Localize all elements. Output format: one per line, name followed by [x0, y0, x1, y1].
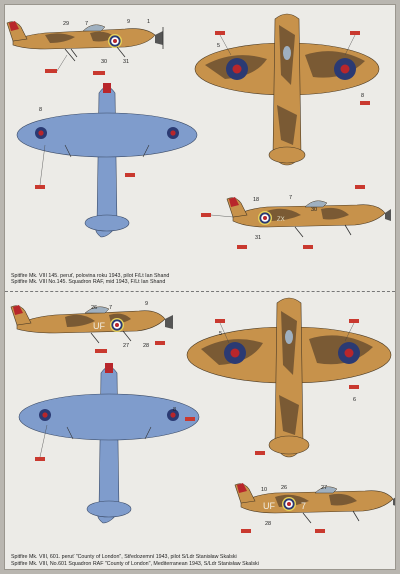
- callout-29: 29: [63, 21, 69, 27]
- spitfire-side-profile-4: UF 7: [234, 483, 395, 524]
- callout-9: 9: [127, 19, 130, 25]
- callout-7-s2: 7: [109, 305, 112, 311]
- callout-8-bottom: 8: [39, 107, 42, 113]
- spitfire-bottom-view-2: [18, 363, 200, 524]
- callout-5-s2: 5: [219, 331, 222, 337]
- squadron-code-uf-1: UF: [93, 321, 105, 331]
- callout-numbers-section2: 26 7 9 27 28 5 6 8 10 26 27 28: [91, 301, 356, 527]
- section1-callouts: [35, 31, 370, 249]
- spitfire-top-view-2: [186, 297, 392, 458]
- callout-7: 7: [85, 21, 88, 27]
- callout-9-s2: 9: [145, 301, 148, 307]
- caption-section1-cz: Spitfire Mk. VIII 145. peruť, polovina r…: [11, 273, 170, 279]
- callout-numbers-section1: 29 7 9 1 30 31 5 8 8 18 7 30 31: [39, 19, 364, 241]
- callout-8-top: 8: [361, 93, 364, 99]
- caption-section2-en: Spitfire Mk. VIII, No.601 Squadron RAF "…: [11, 561, 259, 567]
- spitfire-side-profile-3: UF: [10, 305, 173, 344]
- callout-30: 30: [101, 59, 107, 65]
- decal-instruction-sheet: ZX: [4, 4, 396, 570]
- callout-27: 27: [123, 343, 129, 349]
- callout-5: 5: [217, 43, 220, 49]
- aircraft-drawings: ZX: [6, 13, 395, 533]
- callout-26-2: 26: [281, 485, 287, 491]
- callout-31-2: 31: [255, 235, 261, 241]
- section2-callouts: [35, 319, 359, 533]
- spitfire-top-view-1: [194, 13, 380, 166]
- callout-30-2: 30: [311, 207, 317, 213]
- spitfire-side-profile-1: [6, 21, 164, 62]
- callout-27-2: 27: [321, 485, 327, 491]
- caption-section1-en: Spitfire Mk. VIII No.145. Squadron RAF, …: [11, 279, 166, 285]
- callout-7-2: 7: [289, 195, 292, 201]
- callout-8-s2: 8: [173, 407, 176, 413]
- callout-1: 1: [147, 19, 150, 25]
- callout-31: 31: [123, 59, 129, 65]
- section-divider: [5, 291, 395, 292]
- svg-text:ZX: ZX: [277, 217, 285, 223]
- callout-28: 28: [143, 343, 149, 349]
- callout-26: 26: [91, 305, 97, 311]
- squadron-code-uf-2: UF: [263, 501, 275, 511]
- caption-section2-cz: Spitfire Mk. VIII, 601. peruť "County of…: [11, 554, 237, 560]
- spitfire-side-profile-2: ZX: [226, 197, 391, 238]
- callout-10: 10: [261, 487, 267, 493]
- callout-28-2: 28: [265, 521, 271, 527]
- spitfire-bottom-view-1: [16, 83, 198, 238]
- callout-18: 18: [253, 197, 259, 203]
- callout-6: 6: [353, 397, 356, 403]
- aircraft-code-letter: 7: [301, 501, 306, 511]
